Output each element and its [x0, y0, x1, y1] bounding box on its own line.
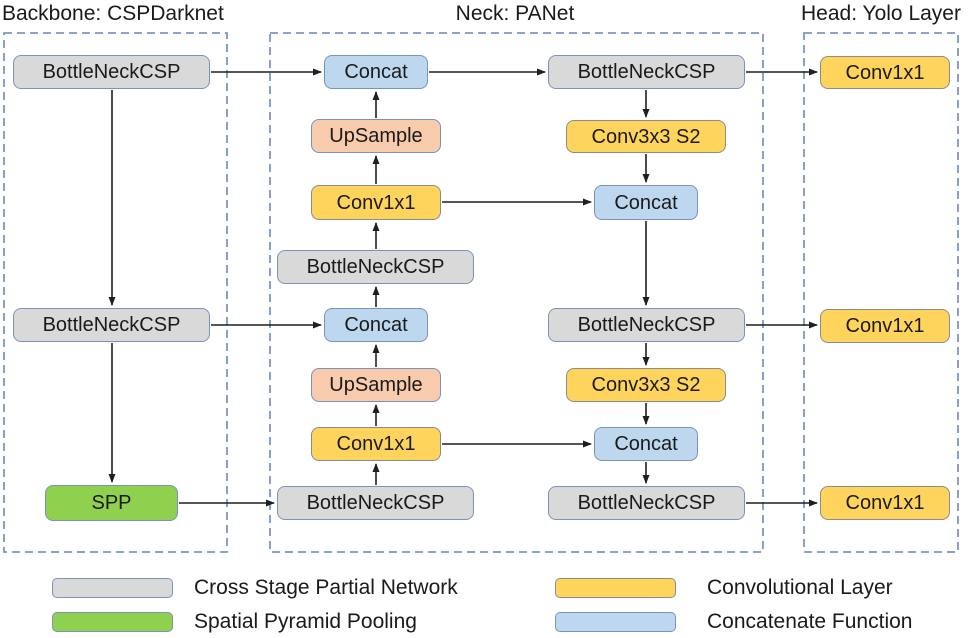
legend-swatch-concat — [555, 612, 676, 632]
node-neck-upsample-bottom: UpSample — [311, 368, 441, 402]
node-head-conv1x1-mid: Conv1x1 — [820, 309, 950, 343]
neck-section-title: Neck: PANet — [455, 2, 575, 25]
legend-label-spp: Spatial Pyramid Pooling — [194, 610, 417, 633]
node-neck-concat-right-bottom: Concat — [594, 427, 698, 461]
node-backbone-bottleneckcsp-mid: BottleNeckCSP — [13, 308, 210, 342]
node-neck-conv1x1-top: Conv1x1 — [311, 185, 441, 220]
legend-label-conv: Convolutional Layer — [707, 576, 893, 599]
backbone-section-title: Backbone: CSPDarknet — [2, 2, 224, 25]
node-head-conv1x1-bottom: Conv1x1 — [820, 486, 950, 520]
node-neck-conv3x3s2-bottom: Conv3x3 S2 — [566, 368, 726, 402]
legend-label-csp: Cross Stage Partial Network — [194, 576, 458, 599]
node-neck-bottleneckcsp-right-top: BottleNeckCSP — [548, 55, 745, 89]
node-neck-bottleneckcsp-left-mid: BottleNeckCSP — [277, 250, 474, 284]
node-neck-concat-top: Concat — [324, 55, 428, 89]
node-neck-conv3x3s2-top: Conv3x3 S2 — [566, 120, 726, 153]
node-neck-bottleneckcsp-right-bottom: BottleNeckCSP — [548, 486, 745, 520]
node-neck-bottleneckcsp-left-bottom: BottleNeckCSP — [277, 486, 474, 520]
legend-swatch-csp — [52, 578, 173, 598]
node-neck-concat-mid: Concat — [324, 308, 428, 342]
node-backbone-spp: SPP — [45, 485, 178, 521]
neck-section-box — [269, 32, 764, 553]
legend-label-concat: Concatenate Function — [707, 610, 913, 633]
legend-swatch-conv — [555, 578, 676, 598]
head-section-box — [803, 32, 959, 553]
node-neck-upsample-top: UpSample — [311, 119, 441, 153]
node-neck-conv1x1-bottom: Conv1x1 — [311, 427, 441, 461]
node-neck-bottleneckcsp-right-mid: BottleNeckCSP — [548, 308, 745, 342]
head-section-title: Head: Yolo Layer — [801, 2, 961, 25]
node-backbone-bottleneckcsp-top: BottleNeckCSP — [13, 55, 210, 89]
node-neck-concat-right-top: Concat — [594, 185, 698, 220]
node-head-conv1x1-top: Conv1x1 — [820, 56, 950, 89]
backbone-section-box — [3, 32, 228, 553]
legend-swatch-spp — [52, 612, 173, 632]
